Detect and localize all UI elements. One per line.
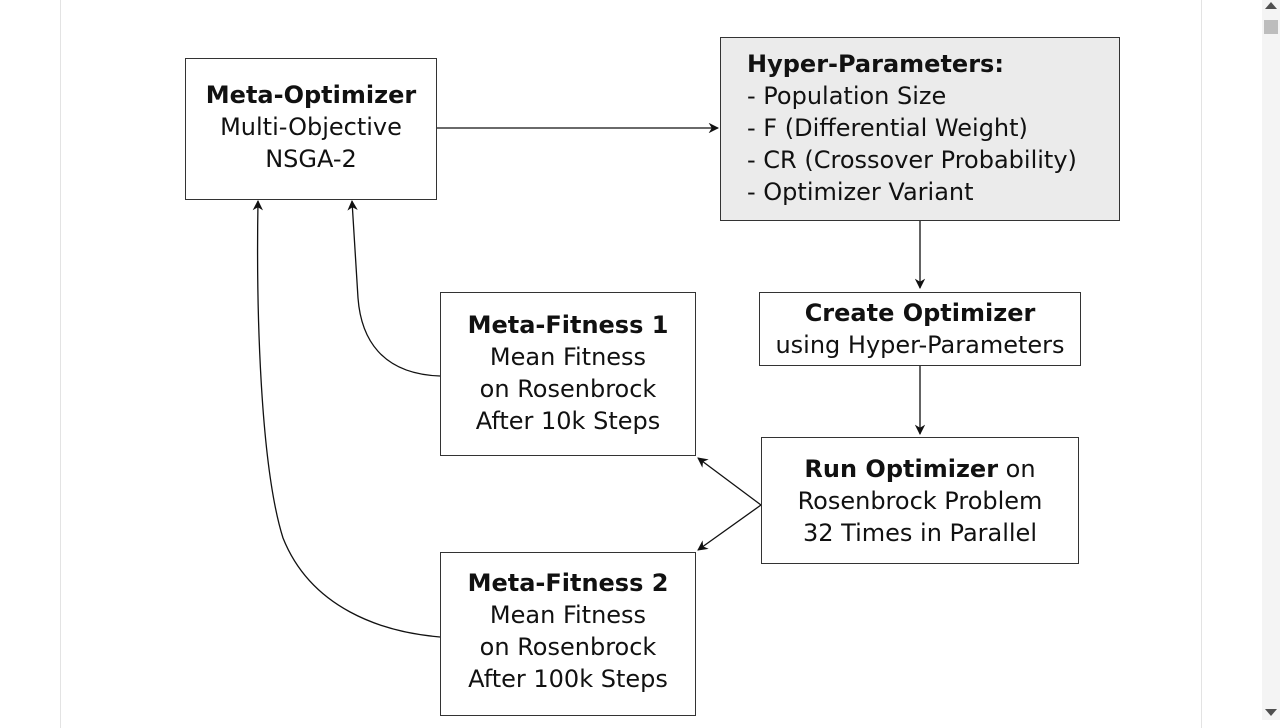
scroll-thumb[interactable] xyxy=(1264,20,1278,34)
run-optimizer-title-line: Run Optimizer on xyxy=(762,453,1078,485)
arrow-meta-fitness-2-to-meta-optimizer xyxy=(252,199,441,638)
flow-arrows xyxy=(252,122,926,638)
meta-fitness-1-line-1: Mean Fitness xyxy=(489,343,647,371)
run-optimizer-line-1: Rosenbrock Problem xyxy=(797,487,1043,515)
meta-fitness-2-title: Meta-Fitness 2 xyxy=(467,569,669,597)
meta-fitness-1-box: Meta-Fitness 1 Mean Fitness on Rosenbroc… xyxy=(440,292,696,456)
run-optimizer-title-suffix: on xyxy=(998,455,1036,483)
meta-fitness-2-line-2: on Rosenbrock xyxy=(479,633,657,661)
scroll-up-arrow-icon[interactable] xyxy=(1265,2,1277,9)
create-optimizer-title: Create Optimizer xyxy=(804,299,1036,327)
arrow-run-optimizer-to-meta-fitness-1 xyxy=(697,457,762,506)
arrow-run-optimizer-to-meta-fitness-2 xyxy=(697,504,762,551)
diagram-page: Meta-Optimizer Multi-Objective NSGA-2 Hy… xyxy=(60,0,1202,728)
meta-optimizer-line-2: NSGA-2 xyxy=(265,145,357,173)
meta-fitness-2-line-3: After 100k Steps xyxy=(468,665,668,693)
vertical-scrollbar[interactable] xyxy=(1262,0,1280,720)
meta-optimizer-title: Meta-Optimizer xyxy=(205,81,417,109)
hyper-parameter-item: - Population Size xyxy=(747,82,947,110)
meta-fitness-1-title: Meta-Fitness 1 xyxy=(467,311,669,339)
run-optimizer-title: Run Optimizer xyxy=(804,455,999,483)
run-optimizer-box: Run Optimizer on Rosenbrock Problem 32 T… xyxy=(761,437,1079,564)
meta-fitness-2-box: Meta-Fitness 2 Mean Fitness on Rosenbroc… xyxy=(440,552,696,716)
arrow-meta-fitness-1-to-meta-optimizer xyxy=(347,199,441,377)
run-optimizer-line-2: 32 Times in Parallel xyxy=(803,519,1037,547)
meta-fitness-2-line-1: Mean Fitness xyxy=(489,601,647,629)
meta-optimizer-line-1: Multi-Objective xyxy=(220,113,402,141)
hyper-parameters-title: Hyper-Parameters: xyxy=(747,50,1004,78)
hyper-parameter-item: - Optimizer Variant xyxy=(747,178,974,206)
hyper-parameter-item: - CR (Crossover Probability) xyxy=(747,146,1077,174)
meta-fitness-1-line-3: After 10k Steps xyxy=(475,407,661,435)
meta-fitness-1-line-2: on Rosenbrock xyxy=(479,375,657,403)
meta-optimizer-box: Meta-Optimizer Multi-Objective NSGA-2 xyxy=(185,58,437,200)
create-optimizer-line-1: using Hyper-Parameters xyxy=(775,331,1065,359)
scroll-down-arrow-icon[interactable] xyxy=(1265,709,1277,716)
hyper-parameter-item: - F (Differential Weight) xyxy=(747,114,1028,142)
create-optimizer-box: Create Optimizer using Hyper-Parameters xyxy=(759,292,1081,366)
hyper-parameters-box: Hyper-Parameters: - Population Size - F … xyxy=(720,37,1120,221)
